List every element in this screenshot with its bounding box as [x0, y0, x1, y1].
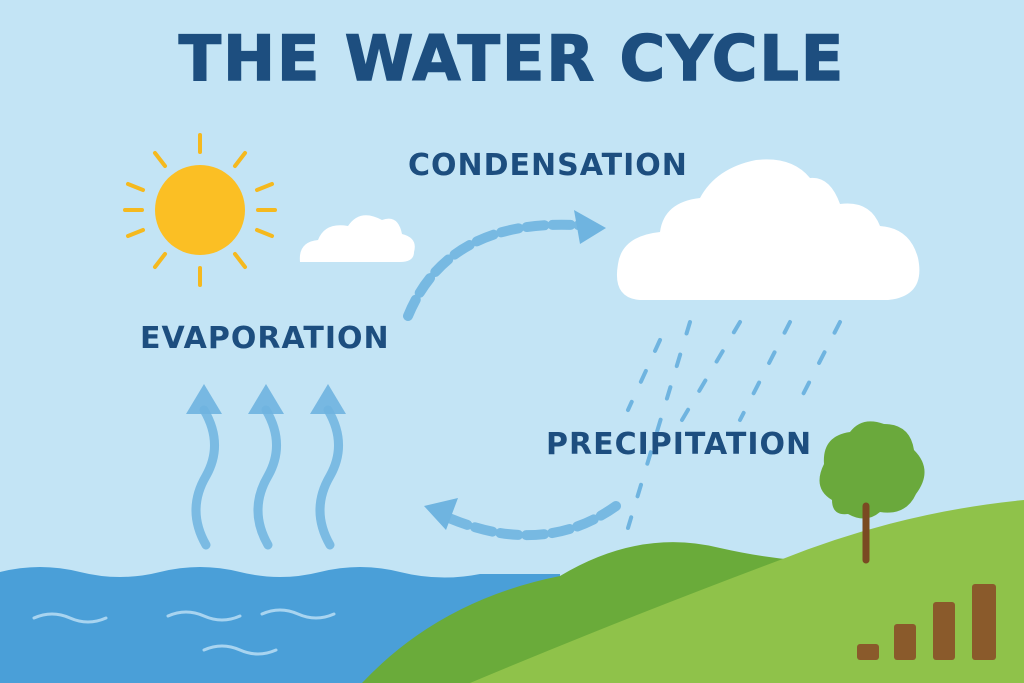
runoff-arrow-icon	[424, 498, 621, 541]
sun-icon	[123, 133, 277, 287]
tree-icon	[819, 421, 925, 564]
cloud-icon	[299, 215, 415, 262]
rain-cloud-icon	[616, 159, 920, 300]
page-title: THE WATER CYCLE	[178, 22, 846, 95]
precipitation-label: PRECIPITATION	[546, 427, 813, 462]
bar-chart-icon	[857, 584, 996, 660]
evaporation-arrowheads-icon	[186, 384, 346, 414]
condensation-arrow-icon	[403, 210, 606, 321]
rain-icon	[626, 320, 842, 530]
condensation-label: CONDENSATION	[408, 148, 688, 183]
evaporation-arrows-icon	[191, 405, 343, 550]
evaporation-label: EVAPORATION	[140, 321, 390, 356]
